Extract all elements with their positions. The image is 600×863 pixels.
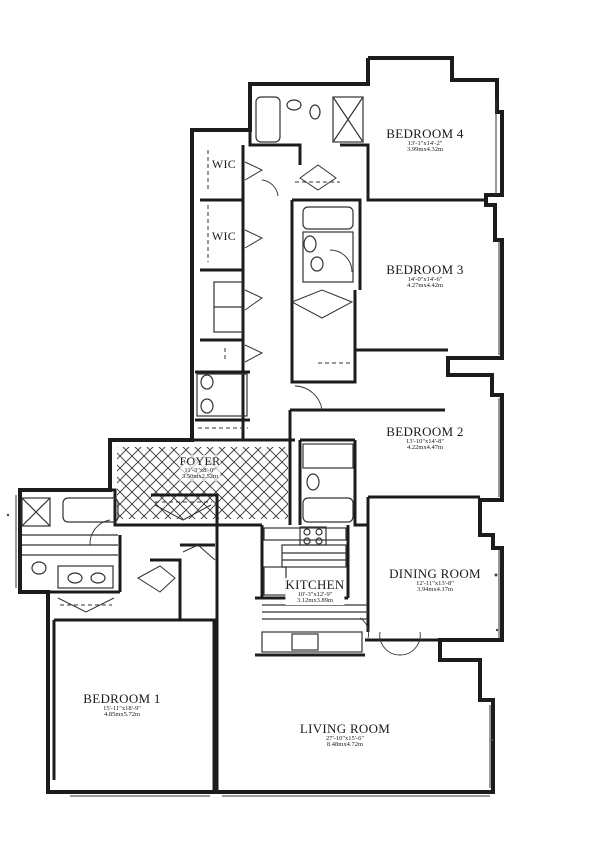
room-name: BEDROOM 4: [386, 126, 464, 141]
kitchen-fixtures: [261, 526, 368, 653]
room-label-bedroom3: BEDROOM 3 14'-0"x14'-6" 4.27mx4.42m: [386, 263, 463, 290]
room-dim-imperial: 14'-0"x14'-6": [407, 275, 443, 283]
room-dim-imperial: 10'-3"x12'-9": [297, 590, 333, 598]
room-label-living: LIVING ROOM 27'-10"x15'-6" 8.48mx4.72m: [300, 722, 390, 749]
room-dim-metric: 4.22mx4.47m: [406, 444, 444, 452]
room-name: WIC: [211, 157, 237, 171]
bathroom-fixtures: [21, 96, 364, 589]
room-dim-metric: 3.12mx3.89m: [296, 597, 334, 605]
window-sills: [15, 100, 500, 797]
room-label-wic-lower: WIC: [212, 230, 236, 243]
room-dim-imperial: 13'-1"x14'-2": [407, 139, 443, 147]
room-dim-metric: 4.85mx5.72m: [103, 711, 141, 719]
room-name: BEDROOM 1: [83, 691, 161, 706]
room-dim-imperial: 11'-3"x8'-0": [184, 466, 216, 474]
room-dim-imperial: 12'-11"x13'-8": [416, 579, 454, 587]
room-dim-metric: 3.50mx2.52m: [181, 473, 219, 481]
room-label-dining: DINING ROOM 12'-11"x13'-8" 3.94mx4.17m: [389, 567, 481, 594]
room-label-bedroom2: BEDROOM 2 13'-10"x14'-8" 4.22mx4.47m: [386, 425, 463, 452]
door-swings: [89, 179, 421, 656]
room-dim-imperial: 15'-11"x18'-9": [103, 704, 141, 712]
scan-specks: [6, 513, 499, 742]
room-label-kitchen: KITCHEN 10'-3"x12'-9" 3.12mx3.89m: [285, 577, 345, 606]
room-label-bedroom1: BEDROOM 1 15'-11"x18'-9" 4.85mx5.72m: [83, 692, 160, 719]
room-name: LIVING ROOM: [299, 721, 391, 736]
room-label-bedroom4: BEDROOM 4 13'-1"x14'-2" 3.99mx4.32m: [386, 127, 463, 154]
room-label-foyer: FOYER 11'-3"x8'-0" 3.50mx2.52m: [179, 454, 221, 482]
room-dim-metric: 3.94mx4.17m: [416, 586, 454, 594]
room-dim-metric: 4.27mx4.42m: [406, 282, 444, 290]
room-dim-metric: 8.48mx4.72m: [326, 741, 364, 749]
closet-rods: [60, 150, 352, 606]
room-name: BEDROOM 3: [386, 262, 464, 277]
room-dim-imperial: 13'-10"x14'-8": [406, 437, 444, 445]
room-name: DINING ROOM: [389, 566, 481, 581]
room-name: FOYER: [179, 454, 221, 468]
room-name: WIC: [211, 229, 237, 243]
room-label-wic-upper: WIC: [212, 158, 236, 171]
room-dim-metric: 3.99mx4.32m: [406, 146, 444, 154]
room-dim-imperial: 27'-10"x15'-6": [326, 734, 364, 742]
closet-doors: [57, 161, 354, 613]
room-name: KITCHEN: [285, 577, 345, 592]
room-name: BEDROOM 2: [386, 424, 464, 439]
